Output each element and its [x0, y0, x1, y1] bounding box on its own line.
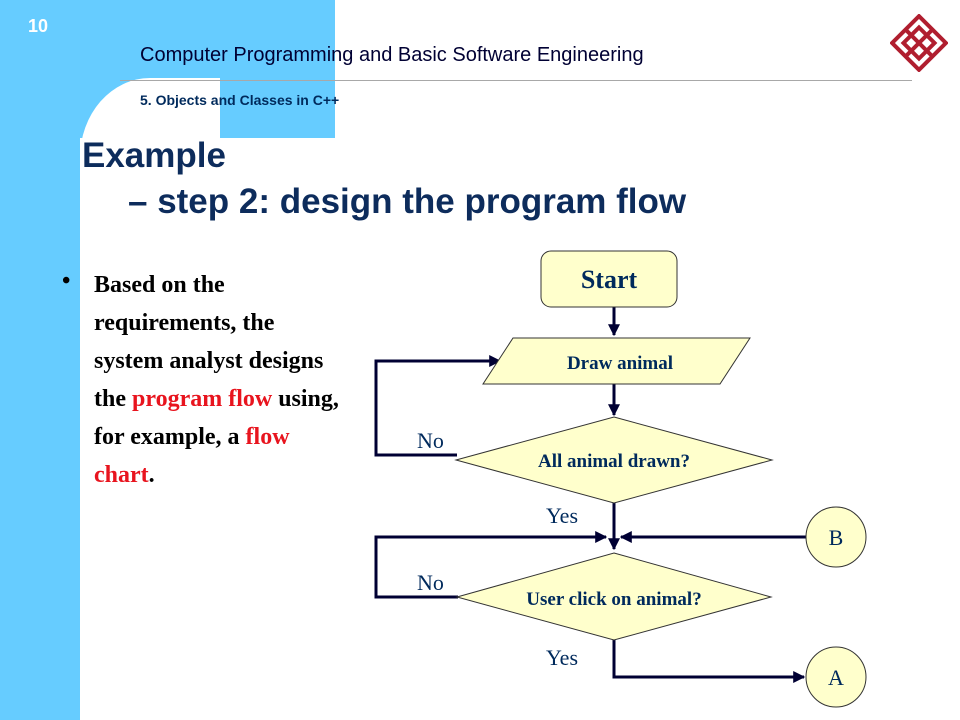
course-title: Computer Programming and Basic Software … — [140, 44, 644, 66]
left-band — [0, 0, 80, 720]
slide-heading: Example – step 2: design the program flo… — [82, 133, 686, 225]
yes-label-1: Yes — [546, 503, 578, 528]
bullet-highlight-flow-chart: flow chart — [94, 424, 290, 488]
chapter-title: 5. Objects and Classes in C++ — [140, 92, 340, 108]
arrow-yes-to-a — [612, 640, 806, 683]
start-label: Start — [581, 265, 638, 294]
arrow-no-loop-2 — [374, 531, 608, 599]
heading-line-1: Example — [82, 136, 226, 175]
bullet-text-part-1: Based on the requirements, the system an… — [94, 272, 324, 412]
bullet-dot: • — [62, 268, 71, 294]
slide-number: 10 — [28, 16, 49, 36]
header-divider — [120, 80, 912, 81]
connector-a-label: A — [828, 665, 844, 690]
connector-b — [805, 506, 867, 568]
yes-label-2: Yes — [546, 645, 578, 670]
no-label-1: No — [417, 428, 444, 453]
decision-all-drawn-label: All animal drawn? — [538, 451, 690, 472]
decision-user-click-label: User click on animal? — [526, 589, 701, 610]
decision-user-click — [455, 552, 773, 641]
connector-a — [805, 646, 867, 708]
university-logo-icon — [890, 14, 948, 72]
bullet-text-part-2: using, for example, a — [94, 386, 339, 450]
connector-b-label: B — [829, 525, 844, 550]
draw-animal-label: Draw animal — [567, 353, 673, 374]
bullet-highlight-program-flow: program flow — [132, 386, 273, 412]
bullet-text: Based on the requirements, the system an… — [94, 266, 349, 494]
decision-all-drawn — [454, 416, 774, 504]
arrow-no-loop-1 — [374, 355, 502, 457]
heading-line-2: – step 2: design the program flow — [128, 182, 687, 221]
start-terminal — [540, 250, 678, 308]
draw-animal-io — [482, 337, 751, 385]
bullet-text-part-3: . — [148, 462, 155, 488]
top-band — [0, 0, 335, 78]
no-label-2: No — [417, 570, 444, 595]
